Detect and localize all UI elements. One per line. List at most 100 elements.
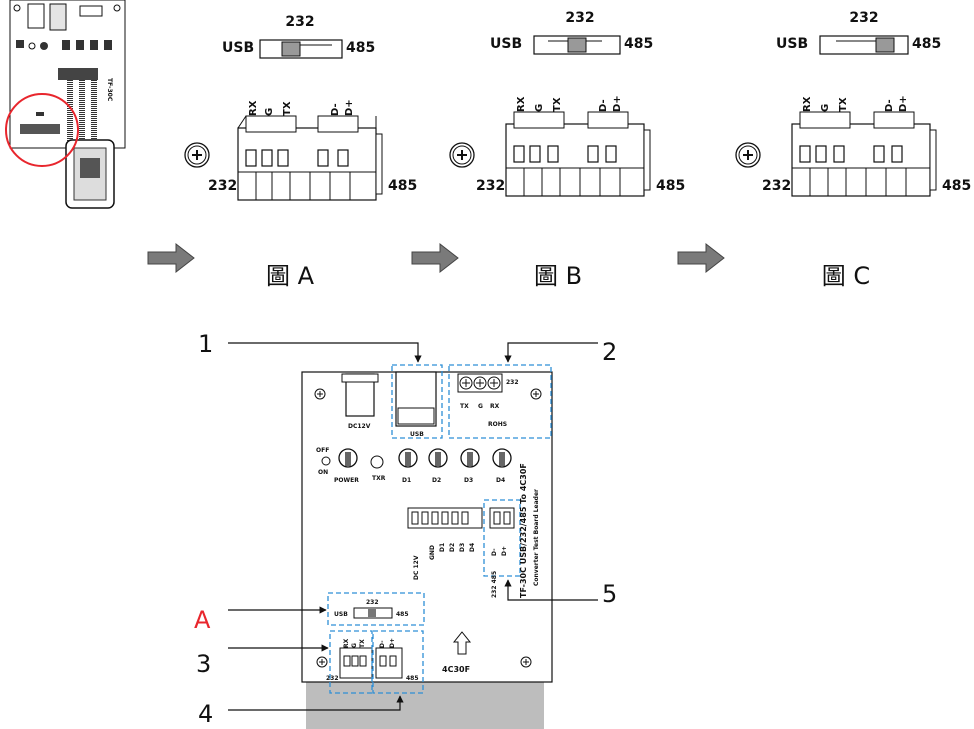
panel-b-pin-dplus: D+ bbox=[612, 95, 623, 112]
arrow-right-icon bbox=[677, 242, 725, 274]
callout-2: 2 bbox=[602, 338, 617, 366]
panel-c-pin-tx: TX bbox=[838, 97, 849, 112]
panel-b-485: 485 bbox=[624, 36, 653, 52]
board-io-d2: D2 bbox=[449, 543, 456, 552]
board-power-label: POWER bbox=[334, 477, 359, 484]
panel-a-232-bottom: 232 bbox=[208, 178, 237, 194]
panel-b-slider bbox=[567, 37, 587, 53]
panel-b-232: 232 bbox=[565, 10, 594, 26]
panel-a-485-bottom: 485 bbox=[388, 178, 417, 194]
panel-c-pin-g: G bbox=[820, 104, 831, 112]
board-bot-dplus: D+ bbox=[389, 638, 396, 648]
arrow-right-icon bbox=[411, 242, 459, 274]
switch-panel-b: 232 USB 485 RX G TX D- D+ 232 485 bbox=[449, 10, 685, 197]
board-232-485-label: 232 485 bbox=[491, 571, 498, 598]
panel-c-slide-switch bbox=[819, 35, 909, 55]
panel-c-232: 232 bbox=[849, 10, 878, 26]
panel-c-485-bottom: 485 bbox=[942, 178, 971, 194]
board-led-d2: D2 bbox=[432, 477, 441, 484]
panel-c-usb: USB bbox=[776, 36, 808, 52]
panel-b-pin-g: G bbox=[534, 104, 545, 112]
board-side-dplus: D+ bbox=[501, 546, 508, 556]
board-bot-g: G bbox=[351, 643, 358, 648]
caption-a: 圖 A bbox=[266, 262, 315, 290]
panel-a-screw-icon bbox=[184, 142, 210, 168]
callout-a: A bbox=[194, 606, 211, 634]
dashbox-usb bbox=[391, 364, 443, 439]
board-tb-rx: RX bbox=[490, 403, 500, 410]
panel-a-pin-dminus: D- bbox=[330, 103, 341, 116]
main-board: DC12V USB 232 TX G RX ROHS OFF ON POWER … bbox=[301, 364, 553, 729]
panel-b-usb: USB bbox=[490, 36, 522, 52]
panel-b-485-bottom: 485 bbox=[656, 178, 685, 194]
switch-panel-c: 232 USB 485 RX G TX D- D+ 232 485 bbox=[735, 10, 971, 197]
callout-5: 5 bbox=[602, 580, 617, 608]
panel-c-pin-dplus: D+ bbox=[898, 95, 909, 112]
board-usb-label: USB bbox=[410, 431, 424, 438]
panel-a-485: 485 bbox=[346, 40, 375, 56]
board-tb-g: G bbox=[478, 403, 483, 410]
board-led-d1: D1 bbox=[402, 477, 411, 484]
callout-1: 1 bbox=[198, 330, 213, 358]
panel-c-screw-icon bbox=[735, 142, 761, 168]
board-bottom-232: 232 bbox=[326, 675, 339, 682]
panel-a-pin-dplus: D+ bbox=[344, 99, 355, 116]
dashbox-232-terminal bbox=[448, 364, 552, 439]
board-bot-rx: RX bbox=[343, 638, 350, 648]
board-led-d3: D3 bbox=[464, 477, 473, 484]
dashbox-485-terminal bbox=[483, 499, 521, 577]
panel-a-slide-switch bbox=[259, 39, 343, 59]
board-thumbnail: TF-30C bbox=[5, 0, 126, 209]
up-arrow-icon bbox=[452, 631, 472, 655]
panel-c-slider bbox=[875, 37, 895, 53]
panel-c-485: 485 bbox=[912, 36, 941, 52]
panel-b-232-bottom: 232 bbox=[476, 178, 505, 194]
board-off-label: OFF bbox=[316, 447, 329, 454]
board-module bbox=[306, 681, 544, 729]
board-io-gnd: GND bbox=[429, 545, 436, 560]
panel-b-screw-icon bbox=[449, 142, 475, 168]
panel-a-slider bbox=[281, 41, 301, 57]
callout-4: 4 bbox=[198, 700, 213, 728]
callout-3: 3 bbox=[196, 650, 211, 678]
panel-b-pin-rx: RX bbox=[516, 96, 527, 112]
board-sw-485: 485 bbox=[396, 611, 409, 618]
flow-arrows bbox=[147, 242, 725, 274]
panel-a-pin-rx: RX bbox=[248, 100, 259, 116]
board-chip-label: 4C30F bbox=[442, 665, 470, 674]
board-rohs-label: ROHS bbox=[488, 421, 507, 428]
arrow-right-icon bbox=[147, 242, 195, 274]
board-dc12v-vertical: DC 12V bbox=[413, 555, 420, 580]
board-bot-tx: TX bbox=[359, 639, 366, 648]
board-io-d4: D4 bbox=[469, 543, 476, 552]
board-led-d4: D4 bbox=[496, 477, 505, 484]
dashbox-232-bottom bbox=[329, 630, 373, 694]
panel-a-pin-g: G bbox=[264, 108, 275, 116]
caption-c: 圖 C bbox=[822, 262, 870, 290]
panel-b-pin-tx: TX bbox=[552, 97, 563, 112]
panel-c-232-bottom: 232 bbox=[762, 178, 791, 194]
board-sw-usb: USB bbox=[334, 611, 348, 618]
board-dc-label: DC12V bbox=[348, 423, 371, 430]
panel-c-pin-rx: RX bbox=[802, 96, 813, 112]
board-io-d1: D1 bbox=[439, 543, 446, 552]
panel-a-pin-tx: TX bbox=[282, 101, 293, 116]
board-io-d3: D3 bbox=[459, 543, 466, 552]
board-title-1: TF-30C USB/232/485 To 4C30F bbox=[519, 463, 528, 598]
panel-b-pin-dminus: D- bbox=[598, 99, 609, 112]
board-title-2: Converter Test Board Leader bbox=[533, 489, 540, 586]
board-on-label: ON bbox=[318, 469, 328, 476]
board-tb-tx: TX bbox=[460, 403, 469, 410]
board-side-dminus: D- bbox=[491, 548, 498, 556]
dashbox-slide-switch bbox=[327, 592, 425, 626]
board-txr-label: TXR bbox=[372, 475, 386, 482]
board-bot-dminus: D- bbox=[379, 640, 386, 648]
board-bottom-485: 485 bbox=[406, 675, 419, 682]
dashbox-485-bottom bbox=[372, 630, 424, 694]
panel-c-pin-dminus: D- bbox=[884, 99, 895, 112]
callouts bbox=[228, 342, 598, 711]
svg-text:TF-30C: TF-30C bbox=[106, 78, 113, 102]
board-tb-232: 232 bbox=[506, 379, 519, 386]
panel-a-usb: USB bbox=[222, 40, 254, 56]
